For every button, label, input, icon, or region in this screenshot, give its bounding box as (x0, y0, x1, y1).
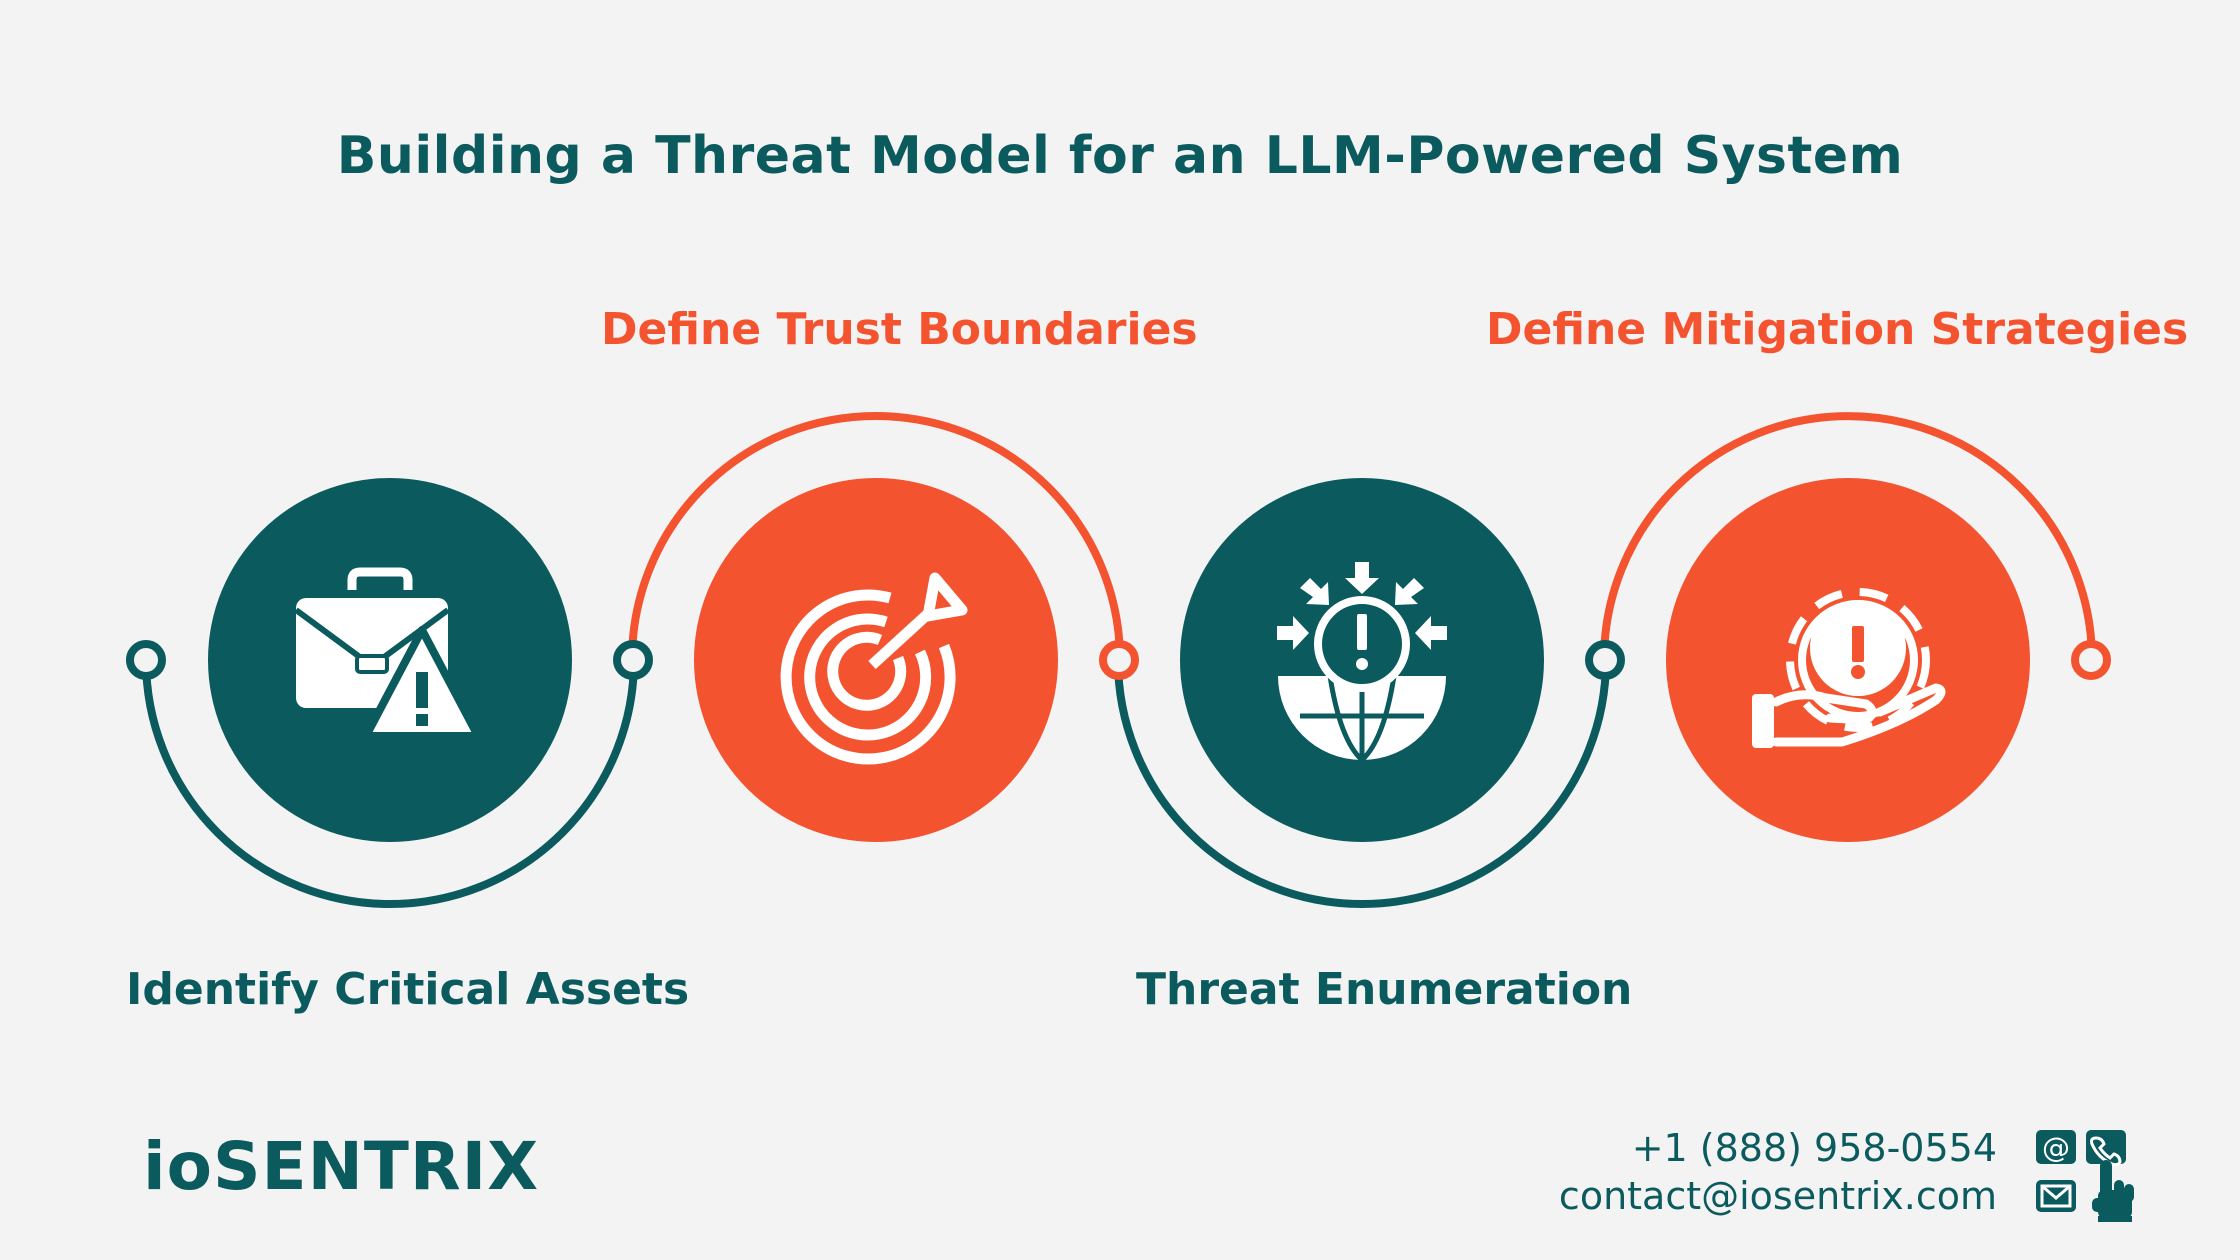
target-arrow-icon (780, 572, 968, 765)
node-2 (613, 640, 653, 680)
node-3 (1099, 640, 1139, 680)
gear-hand-alert-icon (1752, 588, 1946, 748)
contact-phone[interactable]: +1 (888) 958-0554 (1631, 1126, 1997, 1170)
globe-alert-icon (1277, 562, 1447, 762)
briefcase-warning-icon (294, 567, 482, 740)
connector-arc-1 (142, 659, 638, 908)
node-5 (2071, 640, 2111, 680)
svg-text:@: @ (2042, 1131, 2070, 1164)
connector-arc-2 (628, 412, 1124, 661)
node-1 (126, 640, 166, 680)
step-label-define-trust-boundaries: Define Trust Boundaries (601, 304, 1198, 355)
connector-arc-4 (1600, 412, 2096, 661)
mail-icon (2036, 1180, 2076, 1212)
connector-arc-3 (1114, 659, 1610, 908)
brand-logo: ioSENTRIX (143, 1128, 540, 1205)
node-4 (1585, 640, 1625, 680)
page-title: Building a Threat Model for an LLM-Power… (336, 126, 1904, 186)
step-label-threat-enumeration: Threat Enumeration (1136, 964, 1633, 1015)
phone-icon (2086, 1130, 2126, 1167)
step-label-identify-critical-assets: Identify Critical Assets (126, 964, 690, 1015)
step-label-define-mitigation-strategies: Define Mitigation Strategies (1486, 304, 2189, 355)
pointer-hand-icon (2092, 1160, 2134, 1222)
at-sign-icon: @ (2036, 1130, 2076, 1164)
contact-email[interactable]: contact@iosentrix.com (1558, 1174, 1997, 1218)
